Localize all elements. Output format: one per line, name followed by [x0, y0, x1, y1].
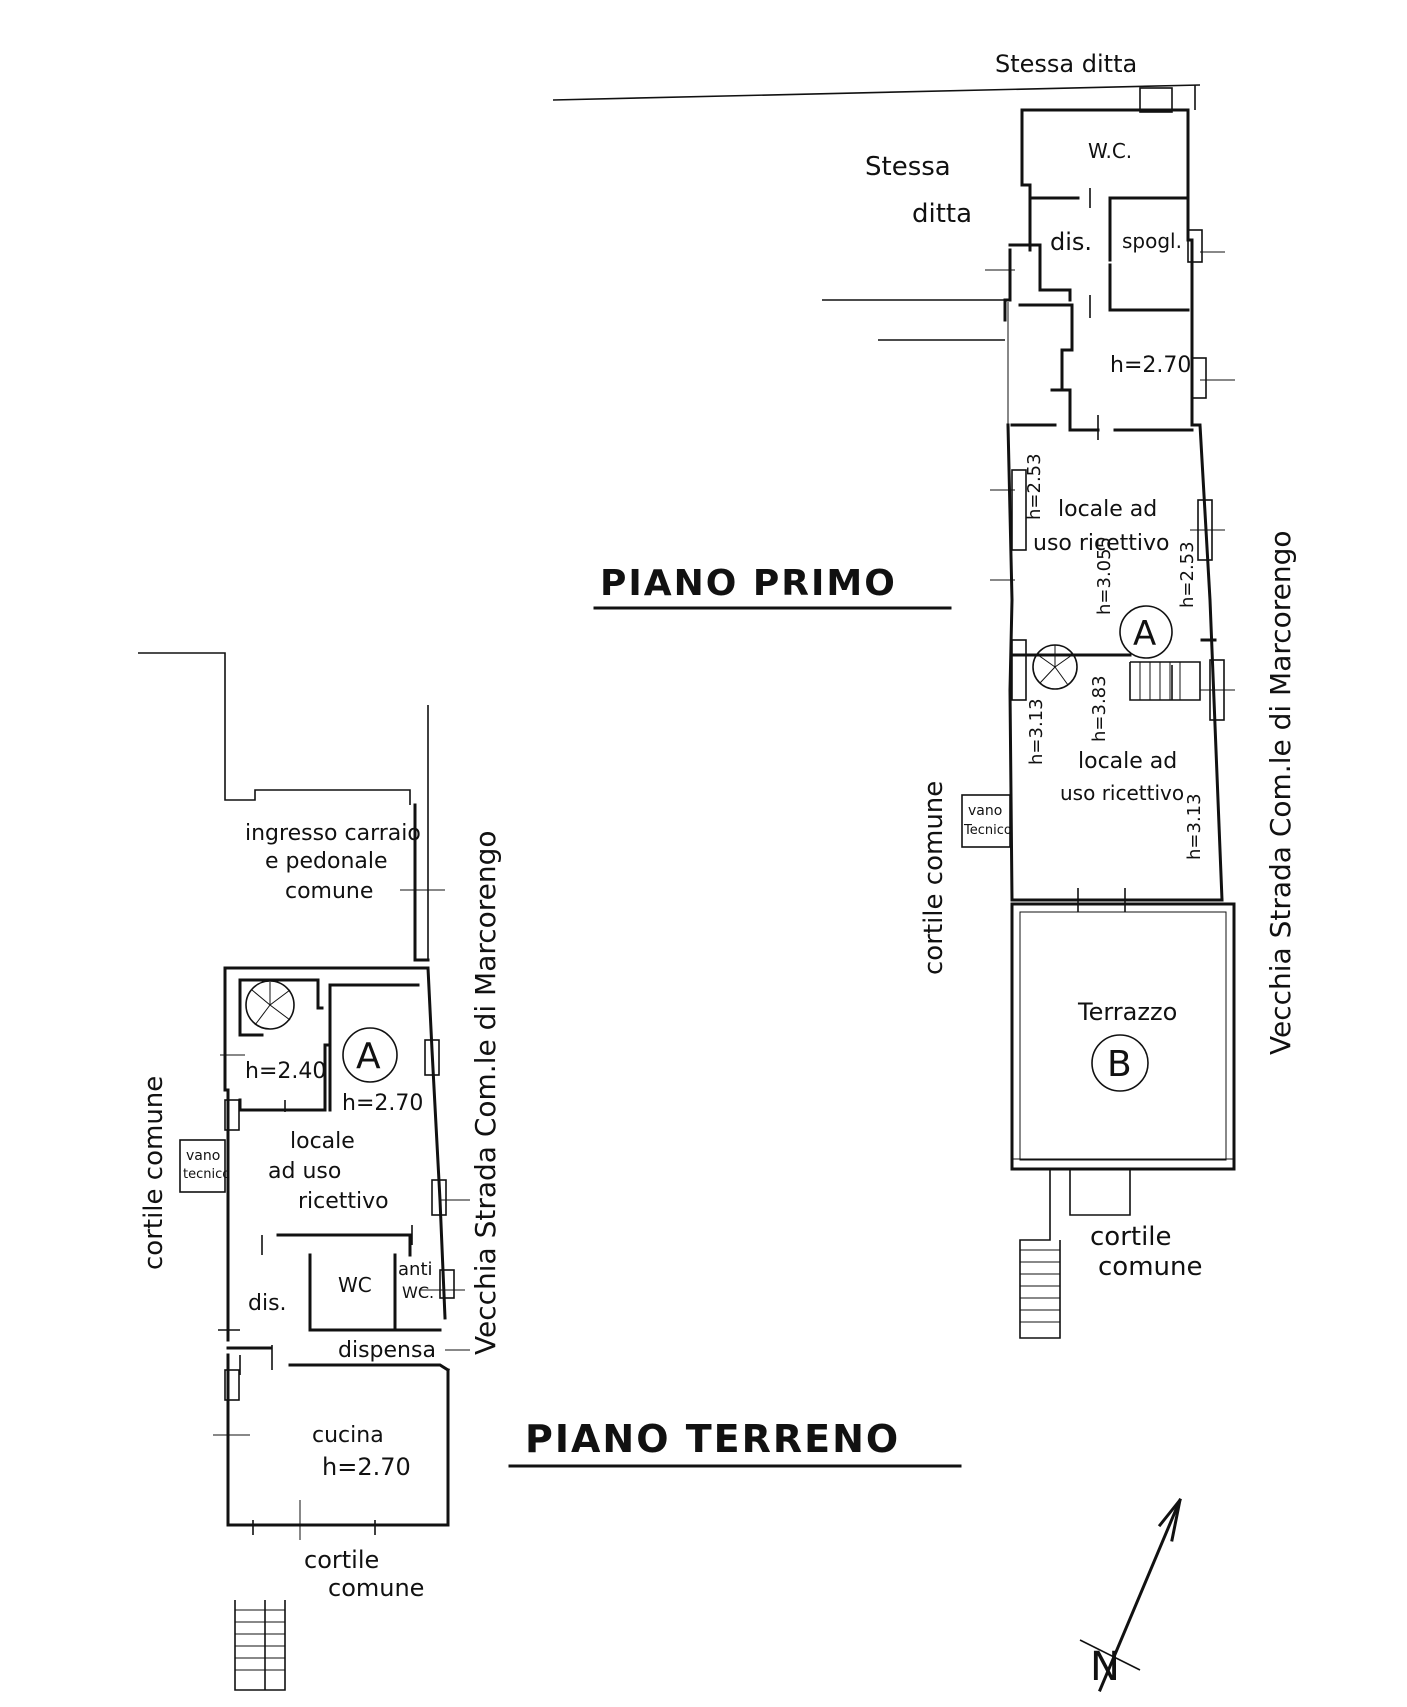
- label-tecnico-ground: tecnico: [183, 1167, 230, 1182]
- label-room-line1: locale: [290, 1129, 355, 1154]
- label-dis-upper: dis.: [1050, 228, 1092, 256]
- label-tecnico-upper: Tecnico: [963, 823, 1012, 838]
- label-ingresso-line1: ingresso carraio: [245, 821, 421, 846]
- ground-floor-plan: [138, 652, 470, 1691]
- label-spogl: spogl.: [1122, 229, 1182, 253]
- label-terrazzo: Terrazzo: [1077, 998, 1177, 1026]
- label-h270-upper: h=2.70: [1110, 353, 1191, 378]
- label-h3055: h=3.055: [1094, 537, 1115, 615]
- label-cortile-comune-ground: cortile comune: [139, 1076, 169, 1270]
- label-anti: anti: [398, 1259, 433, 1280]
- label-north: N: [1090, 1644, 1120, 1690]
- upper-floor-plan: [552, 84, 1236, 1339]
- label-h270-kitchen: h=2.70: [322, 1453, 411, 1481]
- label-h253-right: h=2.53: [1177, 541, 1198, 608]
- label-room-line3: ricettivo: [298, 1189, 389, 1214]
- title-piano-primo: PIANO PRIMO: [600, 563, 897, 604]
- label-stessa: Stessa: [865, 152, 951, 182]
- label-h270-ground: h=2.70: [342, 1091, 423, 1116]
- label-vano-ground: vano: [186, 1148, 220, 1164]
- label-street-upper: Vecchia Strada Com.le di Marcorengo: [1264, 530, 1297, 1055]
- label-comune-upper: comune: [1098, 1252, 1202, 1282]
- label-ingresso-line3: comune: [285, 879, 373, 904]
- label-vano-upper: vano: [968, 803, 1002, 819]
- label-h313-right: h=3.13: [1184, 793, 1205, 860]
- label-h313-left: h=3.13: [1026, 698, 1047, 765]
- label-ingresso-line2: e pedonale: [265, 849, 388, 874]
- label-cortile-comune-upper: cortile comune: [919, 781, 949, 975]
- label-dis-ground: dis.: [248, 1291, 287, 1316]
- label-street-ground: Vecchia Strada Com.le di Marcorengo: [469, 830, 502, 1355]
- unit-a-circle-ground: [342, 1027, 398, 1083]
- label-room2-line2: uso ricettivo: [1060, 781, 1184, 805]
- label-room2-line1: locale ad: [1078, 749, 1177, 774]
- label-room1-line2: uso ricettivo: [1033, 531, 1170, 556]
- label-ditta: ditta: [912, 199, 972, 229]
- label-unit-a-ground: A: [356, 1036, 381, 1077]
- label-stessa-ditta-top: Stessa ditta: [995, 50, 1137, 78]
- label-dispensa: dispensa: [338, 1338, 436, 1363]
- label-h383: h=3.83: [1089, 675, 1110, 742]
- label-h240: h=2.40: [245, 1059, 326, 1084]
- label-cortile-upper: cortile: [1090, 1222, 1172, 1252]
- label-h253-left: h=2.53: [1024, 453, 1045, 520]
- label-wc-upper: W.C.: [1088, 139, 1132, 163]
- label-cucina: cucina: [312, 1423, 384, 1448]
- unit-b-circle: [1091, 1034, 1149, 1092]
- unit-a-circle-upper: [1119, 605, 1173, 659]
- title-piano-terreno: PIANO TERRENO: [525, 1417, 900, 1461]
- label-room-line2: ad uso: [268, 1159, 341, 1184]
- label-anti-wc: WC.: [402, 1283, 434, 1302]
- label-unit-a-upper: A: [1133, 614, 1156, 654]
- label-cortile-ground: cortile: [304, 1546, 379, 1574]
- label-unit-b: B: [1107, 1044, 1132, 1085]
- label-wc-ground: WC: [338, 1273, 372, 1297]
- north-arrow-icon: [1079, 1498, 1182, 1692]
- label-room1-line1: locale ad: [1058, 497, 1157, 522]
- label-comune-ground: comune: [328, 1574, 424, 1602]
